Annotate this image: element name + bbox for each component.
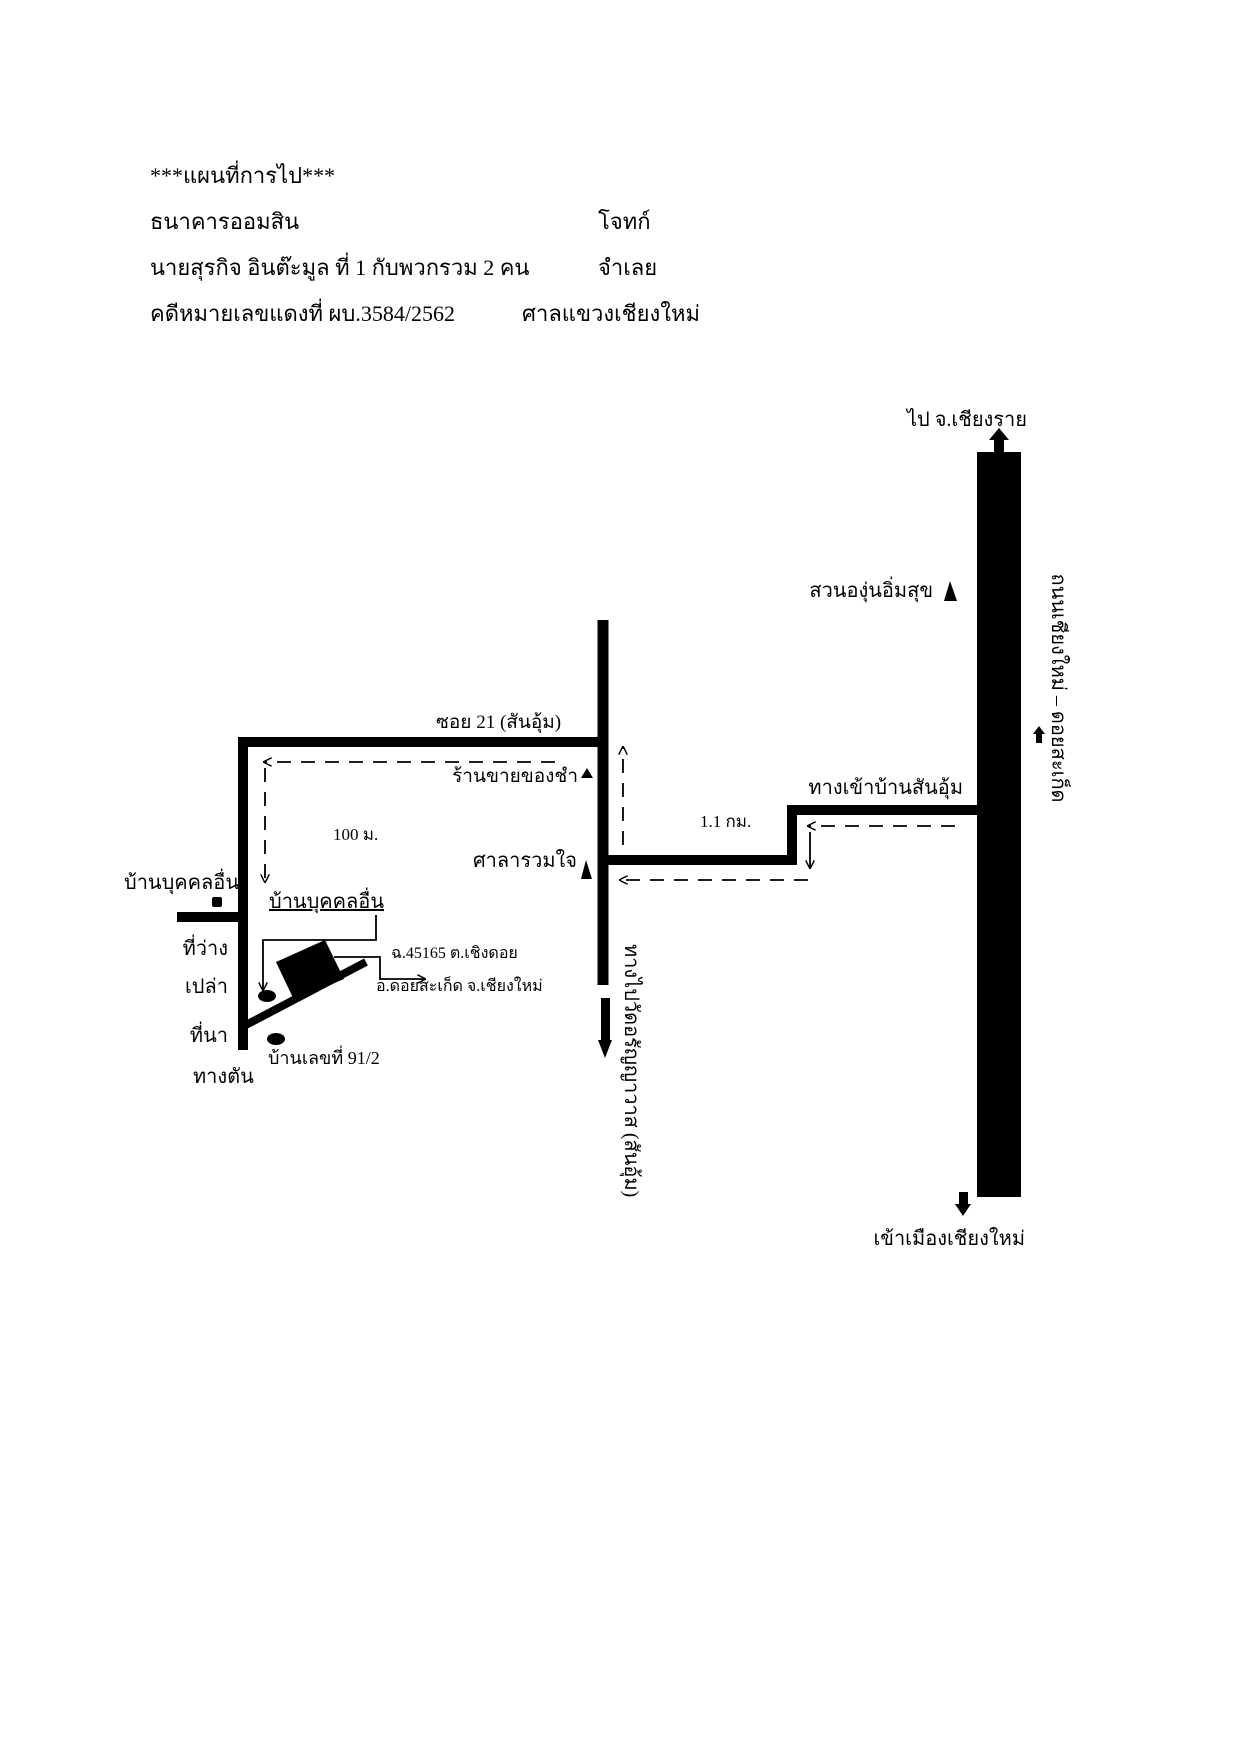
house-icon	[267, 1033, 285, 1045]
triangle-landmark-icon	[581, 860, 592, 879]
label-main-road: ถนนเชียงใหม่ – ดอยสะเก็ด	[1047, 573, 1072, 802]
defendant-role: จำเลย	[598, 255, 658, 280]
label-soi-21: ซอย 21 (สันอุ้ม)	[436, 712, 561, 734]
defendant: นายสุรกิจ อินต๊ะมูล ที่ 1 กับพวกรวม 2 คน	[150, 255, 530, 280]
label-pavilion: ศาลารวมใจ	[473, 849, 577, 872]
arrow-down-icon	[955, 1204, 971, 1216]
label-other-house: บ้านบุคคลอื่น	[269, 887, 384, 914]
house-icon	[276, 940, 344, 1000]
pointer-arrow	[263, 915, 377, 990]
plaintiff-role: โจทก์	[598, 209, 651, 234]
label-distance-1: 1.1 กม.	[700, 812, 751, 831]
arrow-up-icon	[1036, 733, 1042, 743]
label-dead-end: ทางตัน	[193, 1066, 254, 1088]
map-title: ***แผนที่การไป***	[150, 163, 336, 188]
entrance-road	[603, 805, 977, 865]
house-icon	[258, 990, 276, 1002]
label-to-city: เข้าเมืองเชียงใหม่	[873, 1227, 1025, 1250]
soi-21-road	[238, 737, 603, 1050]
label-house-number: บ้านเลขที่ 91/2	[268, 1045, 380, 1068]
arrow-down-icon	[601, 998, 610, 1042]
court-name: ศาลแขวงเชียงใหม่	[522, 301, 700, 326]
house-icon	[212, 897, 222, 907]
label-location-1: ฉ.45165 ต.เชิงดอย	[391, 945, 518, 962]
label-distance-2: 100 ม.	[333, 825, 378, 844]
plaintiff: ธนาคารออมสิน	[150, 209, 300, 234]
arrow-up-icon	[994, 438, 1004, 452]
label-location-2: อ.ดอยสะเก็ด จ.เชียงใหม่	[376, 975, 543, 995]
label-rice-field: ที่นา	[190, 1021, 228, 1047]
label-grocery-shop: ร้านขายของชำ	[452, 766, 578, 787]
label-vacant-1: ที่ว่าง	[183, 934, 228, 960]
triangle-landmark-icon	[944, 581, 957, 601]
label-to-chiang-rai: ไป จ.เชียงราย	[905, 408, 1027, 431]
arrow-up-icon	[989, 428, 1009, 440]
label-other-house-left: บ้านบุคคลอื่น	[124, 868, 239, 895]
main-road	[977, 452, 1021, 1197]
triangle-landmark-icon	[581, 768, 593, 778]
label-vacant-2: เปล่า	[185, 976, 228, 998]
label-vineyard: สวนองุ่นอิ่มสุข	[809, 576, 933, 603]
label-entrance: ทางเข้าบ้านสันอุ้ม	[808, 777, 963, 800]
arrow-down-icon	[598, 1040, 612, 1058]
pointer-arrow	[334, 956, 425, 979]
arrow-up-icon	[1033, 726, 1045, 734]
arrow-down-icon	[959, 1192, 968, 1206]
case-number: คดีหมายเลขแดงที่ ผบ.3584/2562	[150, 301, 455, 326]
label-temple-road: ทางไปวัดอรัญญาวาส (สันอุ้ม)	[619, 944, 643, 1197]
